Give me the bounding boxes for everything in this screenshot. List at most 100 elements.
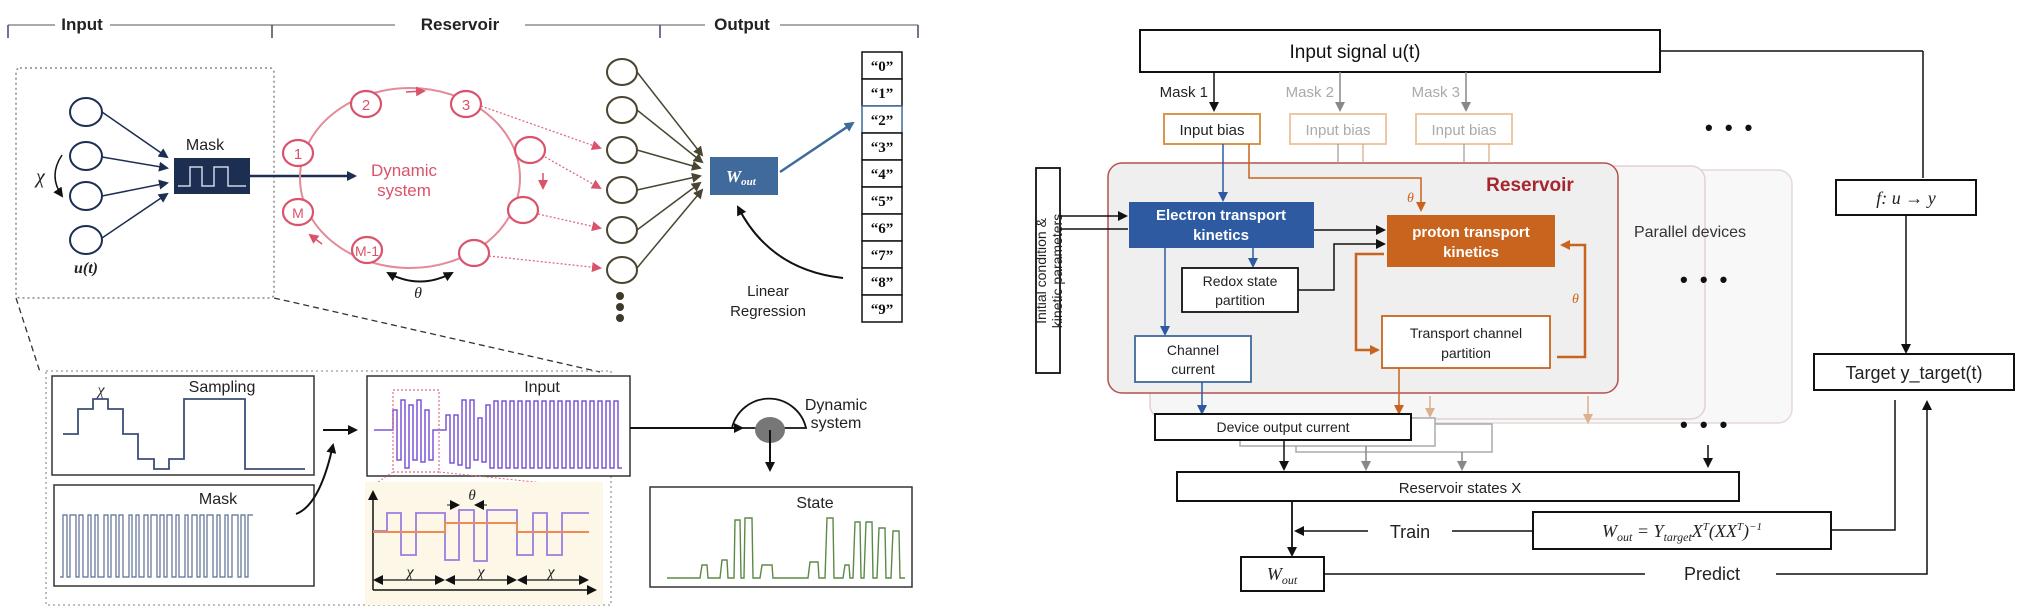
reservoir-ring: 1 2 3 M M-1	[281, 86, 548, 269]
class-label: “5”	[871, 194, 894, 210]
readout-links	[480, 105, 602, 273]
dynamic-system-label: Dynamic	[371, 161, 438, 180]
channel-current-label: Channel	[1167, 342, 1219, 358]
output-neuron	[606, 96, 638, 124]
output-neuron	[606, 136, 638, 164]
redox-partition-label: partition	[1215, 292, 1265, 308]
linear-regression-label: Regression	[730, 303, 806, 320]
mask-wave	[60, 514, 253, 578]
formula-label: Wout = YtargetXT(XXT)−1	[1602, 521, 1762, 544]
sampling-chi-label: χ	[95, 382, 105, 399]
period-chi-label: χ	[545, 564, 555, 581]
train-label: Train	[1390, 522, 1430, 542]
reservoir-node	[513, 135, 547, 165]
input-bias-label: Input bias	[1431, 122, 1496, 139]
class-label: “8”	[871, 275, 894, 291]
mask-to-input-arrow-icon	[295, 443, 337, 515]
flow-arrow-icon	[308, 233, 323, 245]
state-label: State	[796, 495, 833, 512]
input-bias-box	[1289, 113, 1387, 145]
input-stage-box	[15, 67, 275, 299]
input-u-label: u(t)	[74, 260, 98, 277]
flow-arrow-icon	[405, 86, 426, 97]
output-neuron	[606, 58, 638, 86]
input-neuron	[69, 181, 103, 211]
mask-panel	[53, 484, 315, 587]
input-bias-label: Input bias	[1179, 122, 1244, 139]
dynamic-system-label: system	[377, 181, 431, 200]
chi-label: χ	[34, 166, 46, 188]
parallel-devices-label: Parallel devices	[1634, 224, 1746, 241]
redox-partition-box	[1181, 267, 1299, 313]
class-label: “1”	[871, 86, 894, 102]
input-neuron	[69, 97, 103, 127]
formula-box	[1532, 511, 1832, 550]
stage-label-output: Output	[714, 15, 770, 34]
mask-3-label: Mask 3	[1412, 84, 1460, 101]
initial-condition-label: kinetic parameters	[1049, 214, 1065, 328]
class-label: “7”	[871, 248, 894, 264]
zoom-theta-label: θ	[468, 488, 476, 504]
channel-current-box	[1134, 335, 1252, 383]
reservoir-node-label: 2	[362, 97, 370, 114]
predict-label: Predict	[1684, 564, 1740, 584]
input-bias-box	[1415, 113, 1513, 145]
state-panel	[649, 486, 913, 588]
output-neuron	[606, 216, 638, 244]
detail-box	[45, 370, 612, 606]
redox-partition-label: Redox state	[1203, 273, 1278, 289]
input-signal-label: Input signal u(t)	[1290, 42, 1421, 63]
class-label: “4”	[871, 167, 894, 183]
channel-current-label: current	[1171, 361, 1215, 377]
class-label: “9”	[871, 302, 894, 318]
electron-transport-label: Electron transport	[1156, 207, 1286, 224]
output-neuron	[606, 256, 638, 284]
reservoir-node-label: 3	[462, 97, 470, 114]
reservoir-title: Reservoir	[1486, 175, 1574, 196]
class-cell	[861, 240, 903, 269]
reservoir-node	[349, 89, 383, 119]
electron-transport-label: kinetics	[1193, 227, 1249, 244]
electron-transport-block	[1129, 202, 1314, 248]
reservoir-node	[281, 138, 315, 168]
more-outputs-ellipsis: • • •	[1680, 412, 1730, 437]
input-neurons	[53, 97, 169, 255]
reservoir-node	[281, 197, 315, 227]
reservoir-node	[506, 195, 540, 225]
linear-regression-label: Linear	[747, 283, 789, 300]
zoomed-input-wave	[373, 509, 589, 562]
dynamic-system-node-label: Dynamic	[805, 397, 867, 414]
wout-result-label: Wout	[1267, 564, 1298, 587]
mask-panel-label: Mask	[199, 491, 238, 508]
proton-transport-label: proton transport	[1412, 224, 1530, 241]
mapping-label: f: u → y	[1876, 188, 1935, 208]
input-signal-box	[1139, 29, 1661, 73]
class-label: “0”	[871, 59, 894, 75]
mask-2-label: Mask 2	[1286, 84, 1334, 101]
output-neuron	[606, 176, 638, 204]
device-output-box	[1154, 413, 1412, 441]
target-box	[1813, 353, 2015, 391]
mask-block	[174, 158, 250, 194]
regression-arrow-icon	[737, 205, 844, 279]
period-chi-label: χ	[404, 564, 414, 581]
classification-arrow-icon	[779, 121, 855, 174]
input-neuron	[69, 141, 103, 171]
reservoir-node	[350, 235, 384, 265]
input-bias-box	[1163, 113, 1261, 145]
wout-block	[710, 157, 778, 195]
mask-label: Mask	[186, 137, 225, 154]
transport-partition-label: Transport channel	[1410, 325, 1522, 341]
dynamic-system-node-label: system	[811, 415, 862, 432]
class-cell	[861, 294, 903, 323]
transport-partition-label: partition	[1441, 345, 1491, 361]
square-wave-icon	[178, 166, 246, 187]
reservoir-states-box	[1176, 471, 1740, 502]
more-devices-ellipsis: • • •	[1680, 267, 1730, 292]
nonlinear-node-icon	[730, 397, 808, 429]
stage-header: Input Reservoir Output	[7, 15, 919, 38]
theta-label: θ	[1572, 292, 1579, 307]
reservoir-node-label: 1	[294, 146, 302, 163]
theta-label: θ	[1407, 191, 1414, 206]
sampling-panel	[51, 375, 315, 476]
